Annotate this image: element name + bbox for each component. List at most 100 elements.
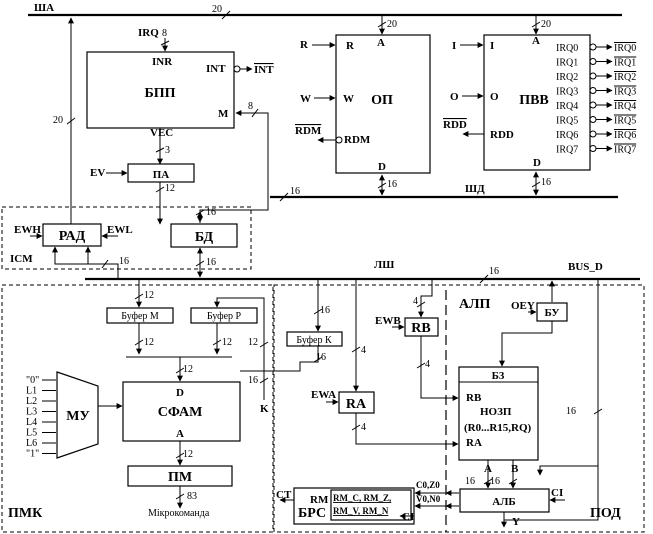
rb-ewb-label: EWB: [375, 315, 401, 327]
op-r-label: R: [346, 40, 355, 52]
reg-b3-label: Б3: [492, 370, 505, 382]
pvv-irq-label-7: IRQ7: [556, 145, 578, 156]
reg-rb-label: RB: [466, 392, 482, 404]
bd-title: БД: [195, 230, 214, 245]
pvv-i-input: I: [452, 40, 456, 52]
pvv-irq-label-2: IRQ2: [556, 72, 578, 83]
op-w-label: W: [343, 93, 354, 105]
buffer-k-in-width: 16: [320, 305, 330, 316]
ra-title: RA: [346, 397, 367, 412]
data-bus-width: 16: [290, 186, 300, 197]
sfam-a-width: 12: [183, 449, 193, 460]
address-register-block: РАД EWH EWL 20 16: [14, 17, 133, 279]
irq-inverter-4: [589, 101, 597, 109]
pvv-rdd-label: RDD: [490, 129, 514, 141]
sfam-d-label: D: [176, 387, 184, 399]
pm-title: ПМ: [168, 470, 192, 485]
irq-output-label-0: IRQ0: [614, 43, 636, 54]
alb-ci-label: CI: [551, 487, 563, 499]
bpp-irq-width: 8: [162, 28, 167, 39]
reg-b-width: 16: [490, 476, 500, 487]
rad-ewl-label: EWL: [107, 224, 133, 236]
pvv-d-width: 16: [541, 177, 551, 188]
pvv-i-label: I: [490, 40, 494, 52]
irq-output-label-6: IRQ6: [614, 130, 636, 141]
sfam-title: СФАМ: [158, 405, 203, 420]
irq-inverter-1: [589, 58, 597, 65]
pvv-irq-label-3: IRQ3: [556, 87, 578, 98]
irq-output-label-2: IRQ2: [614, 72, 636, 83]
address-bus-width: 20: [212, 4, 222, 15]
mu-input-label-5: L5: [26, 428, 37, 439]
register-file-block: Б3 RB НОЗП (R0...R15,RQ) RA A B 16 16: [458, 366, 539, 489]
mu-input-label-7: "1": [26, 449, 39, 460]
alb-title: АЛБ: [492, 496, 515, 508]
sfam-k-label: K: [260, 403, 269, 415]
irq-inverter-2: [589, 72, 597, 80]
brs-ct-label: CT: [276, 489, 292, 501]
brs-title: БРС: [298, 506, 326, 521]
sfam-k-width: 16: [248, 375, 258, 386]
bpp-int-label: INT: [206, 63, 226, 75]
pmk-region: [1, 284, 274, 533]
reg-a-width: 16: [465, 476, 475, 487]
rb-title: RB: [411, 321, 430, 336]
pvv-irq-label-5: IRQ5: [556, 116, 578, 127]
pmk-label: ПМК: [8, 506, 43, 521]
op-title: ОП: [371, 93, 393, 108]
rdm-output-label: RDM: [295, 125, 322, 137]
reg-ra-label: RA: [466, 437, 482, 449]
rad-ewh-label: EWH: [14, 224, 41, 236]
irq-output-label-7: IRQ7: [614, 145, 636, 156]
pvv-a-label: A: [532, 35, 540, 47]
pa-width: 12: [165, 183, 175, 194]
buffer-p-out-width: 12: [222, 337, 232, 348]
bu-oey-label: OEY: [511, 300, 535, 312]
sfam-d-width: 12: [183, 364, 193, 375]
pa-title: ПА: [153, 169, 170, 181]
rdd-output-label: RDD: [443, 119, 467, 131]
mu-input-label-1: L1: [26, 386, 37, 397]
mu-input-label-0: "0": [26, 375, 39, 386]
reg-b-label: B: [511, 463, 519, 475]
ra-ewa-label: EWA: [311, 389, 336, 401]
output-buffer-block: БУ OEY 16: [499, 279, 603, 476]
irq-output-label-5: IRQ5: [614, 116, 636, 127]
sfam-a-label: A: [176, 428, 184, 440]
reg-range: (R0...R15,RQ): [464, 422, 532, 434]
bpp-vec-width: 3: [165, 145, 170, 156]
alp-label: АЛП: [459, 297, 491, 312]
memory-block: ОП R R W W A 20 D 16 RDM RDM: [295, 15, 431, 196]
irq-inverter-0: [589, 43, 597, 51]
address-bus: ША 20: [28, 2, 622, 20]
bpp-m-width: 8: [248, 101, 253, 112]
interrupt-controller-block: БПП IRQ 8 INR INT INT M 8 VEC 3: [86, 27, 274, 197]
alb-y-label: Y: [512, 516, 520, 528]
pvv-irq-label-0: IRQ0: [556, 43, 578, 54]
alu-block: АЛБ CI Y: [445, 466, 599, 528]
mu-title: МУ: [66, 409, 90, 424]
bpp-inr-label: INR: [152, 56, 173, 68]
mu-input-label-4: L4: [26, 417, 37, 428]
brs-rm-label: RM: [310, 494, 329, 506]
irq-output-label-4: IRQ4: [614, 101, 636, 112]
bpp-vec-label: VEC: [150, 127, 173, 139]
brs-flags-line2: RM_V, RM_N: [333, 506, 389, 516]
bpp-m-label: M: [218, 108, 229, 120]
bd-bottom-width: 16: [206, 257, 216, 268]
rad-title: РАД: [59, 229, 86, 244]
ra-in-width: 4: [361, 345, 366, 356]
microprogram-memory-block: ПМ 83 Мікрокоманда: [127, 465, 233, 519]
local-bus: ЛШ 16 BUS_D: [85, 259, 640, 284]
buffer-p-block: Буфер Р 12 12: [190, 297, 269, 400]
processor-region: [273, 284, 645, 533]
data-bus-label: ШД: [465, 183, 485, 195]
pod-label: ПОД: [590, 506, 621, 521]
op-rdm-label: RDM: [344, 134, 371, 146]
bu-title: БУ: [545, 307, 560, 319]
op-d-label: D: [378, 161, 386, 173]
